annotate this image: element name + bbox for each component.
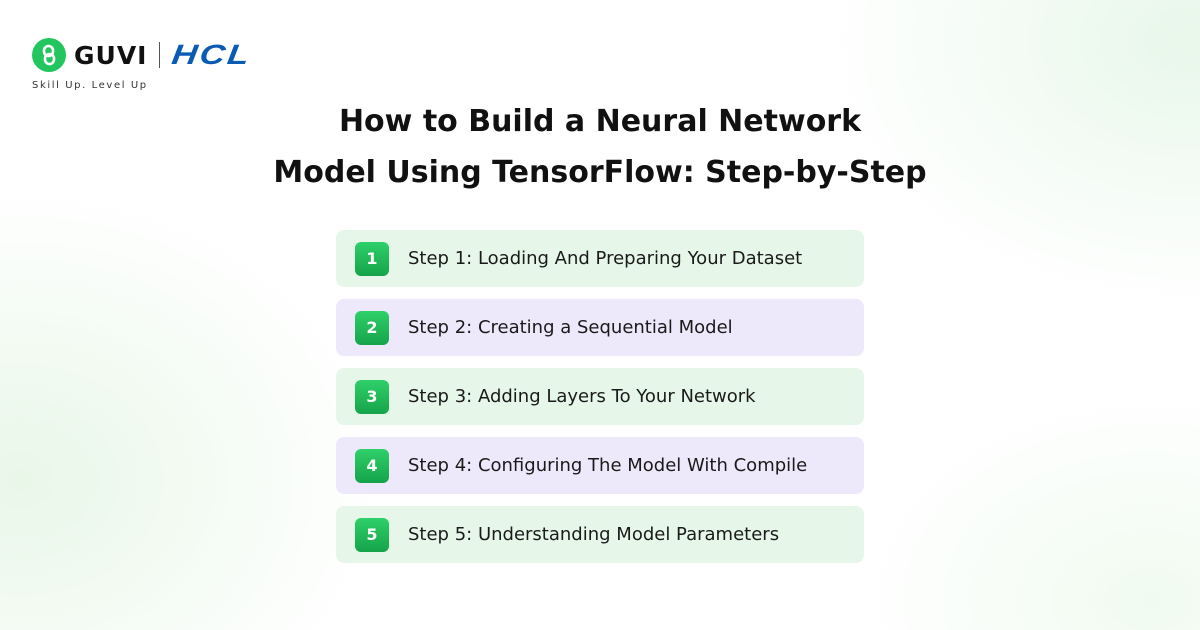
guvi-wordmark: GUVI [74, 40, 148, 70]
guvi-link-glyph [42, 44, 56, 66]
step-item-2: 2 Step 2: Creating a Sequential Model [336, 299, 864, 356]
step-item-5: 5 Step 5: Understanding Model Parameters [336, 506, 864, 563]
logo-divider [159, 42, 161, 68]
step-label: Step 2: Creating a Sequential Model [408, 317, 733, 338]
logo-row: GUVI HCL [32, 38, 332, 72]
step-number-badge: 2 [355, 310, 389, 345]
title-line-1: How to Build a Neural Network [338, 104, 862, 139]
step-item-3: 3 Step 3: Adding Layers To Your Network [336, 368, 864, 425]
step-item-1: 1 Step 1: Loading And Preparing Your Dat… [336, 230, 864, 287]
title-line-2: Model Using TensorFlow: Step-by-Step [273, 155, 927, 190]
step-number-badge: 5 [355, 517, 389, 552]
step-label: Step 3: Adding Layers To Your Network [408, 386, 756, 407]
brand-tagline: Skill Up. Level Up [32, 80, 148, 91]
step-label: Step 4: Configuring The Model With Compi… [408, 455, 808, 476]
step-number-badge: 4 [355, 448, 389, 483]
guvi-hcl-logo: GUVI HCL Skill Up. Level Up [32, 38, 332, 98]
page-title: How to Build a Neural Network Model Usin… [100, 96, 1100, 198]
step-label: Step 1: Loading And Preparing Your Datas… [408, 248, 803, 269]
step-label: Step 5: Understanding Model Parameters [408, 524, 780, 545]
guvi-link-icon [32, 38, 66, 72]
step-number-badge: 1 [355, 241, 389, 276]
hcl-wordmark: HCL [170, 39, 255, 70]
steps-list: 1 Step 1: Loading And Preparing Your Dat… [336, 230, 864, 575]
step-item-4: 4 Step 4: Configuring The Model With Com… [336, 437, 864, 494]
step-number-badge: 3 [355, 379, 389, 414]
